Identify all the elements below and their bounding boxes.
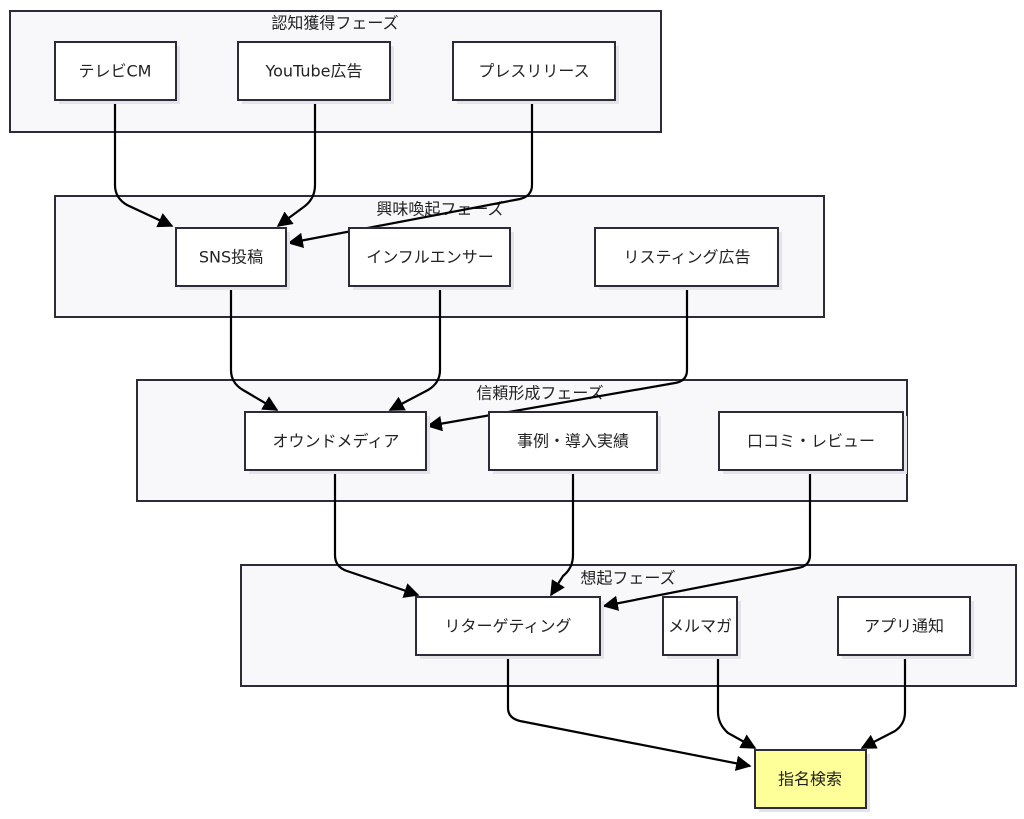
node-case-studies[interactable]: 事例・導入実績 — [488, 411, 661, 474]
node-label: テレビCM — [79, 62, 152, 81]
node-reviews[interactable]: 口コミ・レビュー — [718, 411, 907, 474]
edge — [388, 286, 442, 411]
node-youtube-ad[interactable]: YouTube広告 — [237, 41, 394, 104]
node-sns-post[interactable]: SNS投稿 — [175, 227, 290, 290]
node-label: プレスリリース — [478, 62, 589, 81]
node-label: 口コミ・レビュー — [747, 432, 875, 451]
node-label: 事例・導入実績 — [517, 432, 629, 451]
edge — [716, 655, 757, 749]
group-title: 認知獲得フェーズ — [271, 14, 398, 33]
node-owned-media[interactable]: オウンドメディア — [244, 411, 430, 474]
group-title: 信頼形成フェーズ — [476, 384, 603, 403]
node-newsletter[interactable]: メルマガ — [662, 596, 741, 659]
edges — [113, 100, 907, 771]
edge — [229, 286, 279, 411]
edge — [550, 470, 575, 597]
group-title: 想起フェーズ — [580, 569, 675, 588]
node-label: オウンドメディア — [273, 432, 400, 451]
edge — [860, 655, 907, 749]
edge — [287, 100, 534, 248]
edge — [426, 286, 689, 432]
node-retargeting[interactable]: リターゲティング — [415, 596, 604, 659]
edge — [602, 470, 812, 611]
node-label: YouTube広告 — [264, 62, 362, 81]
edge — [276, 100, 317, 227]
node-label: リターゲティング — [444, 617, 571, 636]
node-label: SNS投稿 — [199, 248, 263, 267]
node-label: メルマガ — [668, 617, 732, 636]
node-branded-search[interactable]: 指名検索 — [754, 749, 870, 812]
node-label: リスティング広告 — [623, 248, 750, 267]
node-tv-cm[interactable]: テレビCM — [54, 41, 180, 104]
node-label: アプリ通知 — [864, 617, 944, 636]
edge — [333, 470, 420, 598]
node-label: インフルエンサー — [366, 248, 494, 267]
node-influencer[interactable]: インフルエンサー — [348, 227, 514, 290]
group-title: 興味喚起フェーズ — [376, 200, 503, 219]
node-press-release[interactable]: プレスリリース — [452, 41, 619, 104]
node-listing-ad[interactable]: リスティング広告 — [594, 227, 782, 290]
edge — [506, 655, 752, 771]
edge — [113, 100, 174, 228]
node-label: 指名検索 — [778, 770, 842, 789]
node-app-notification[interactable]: アプリ通知 — [837, 596, 974, 659]
